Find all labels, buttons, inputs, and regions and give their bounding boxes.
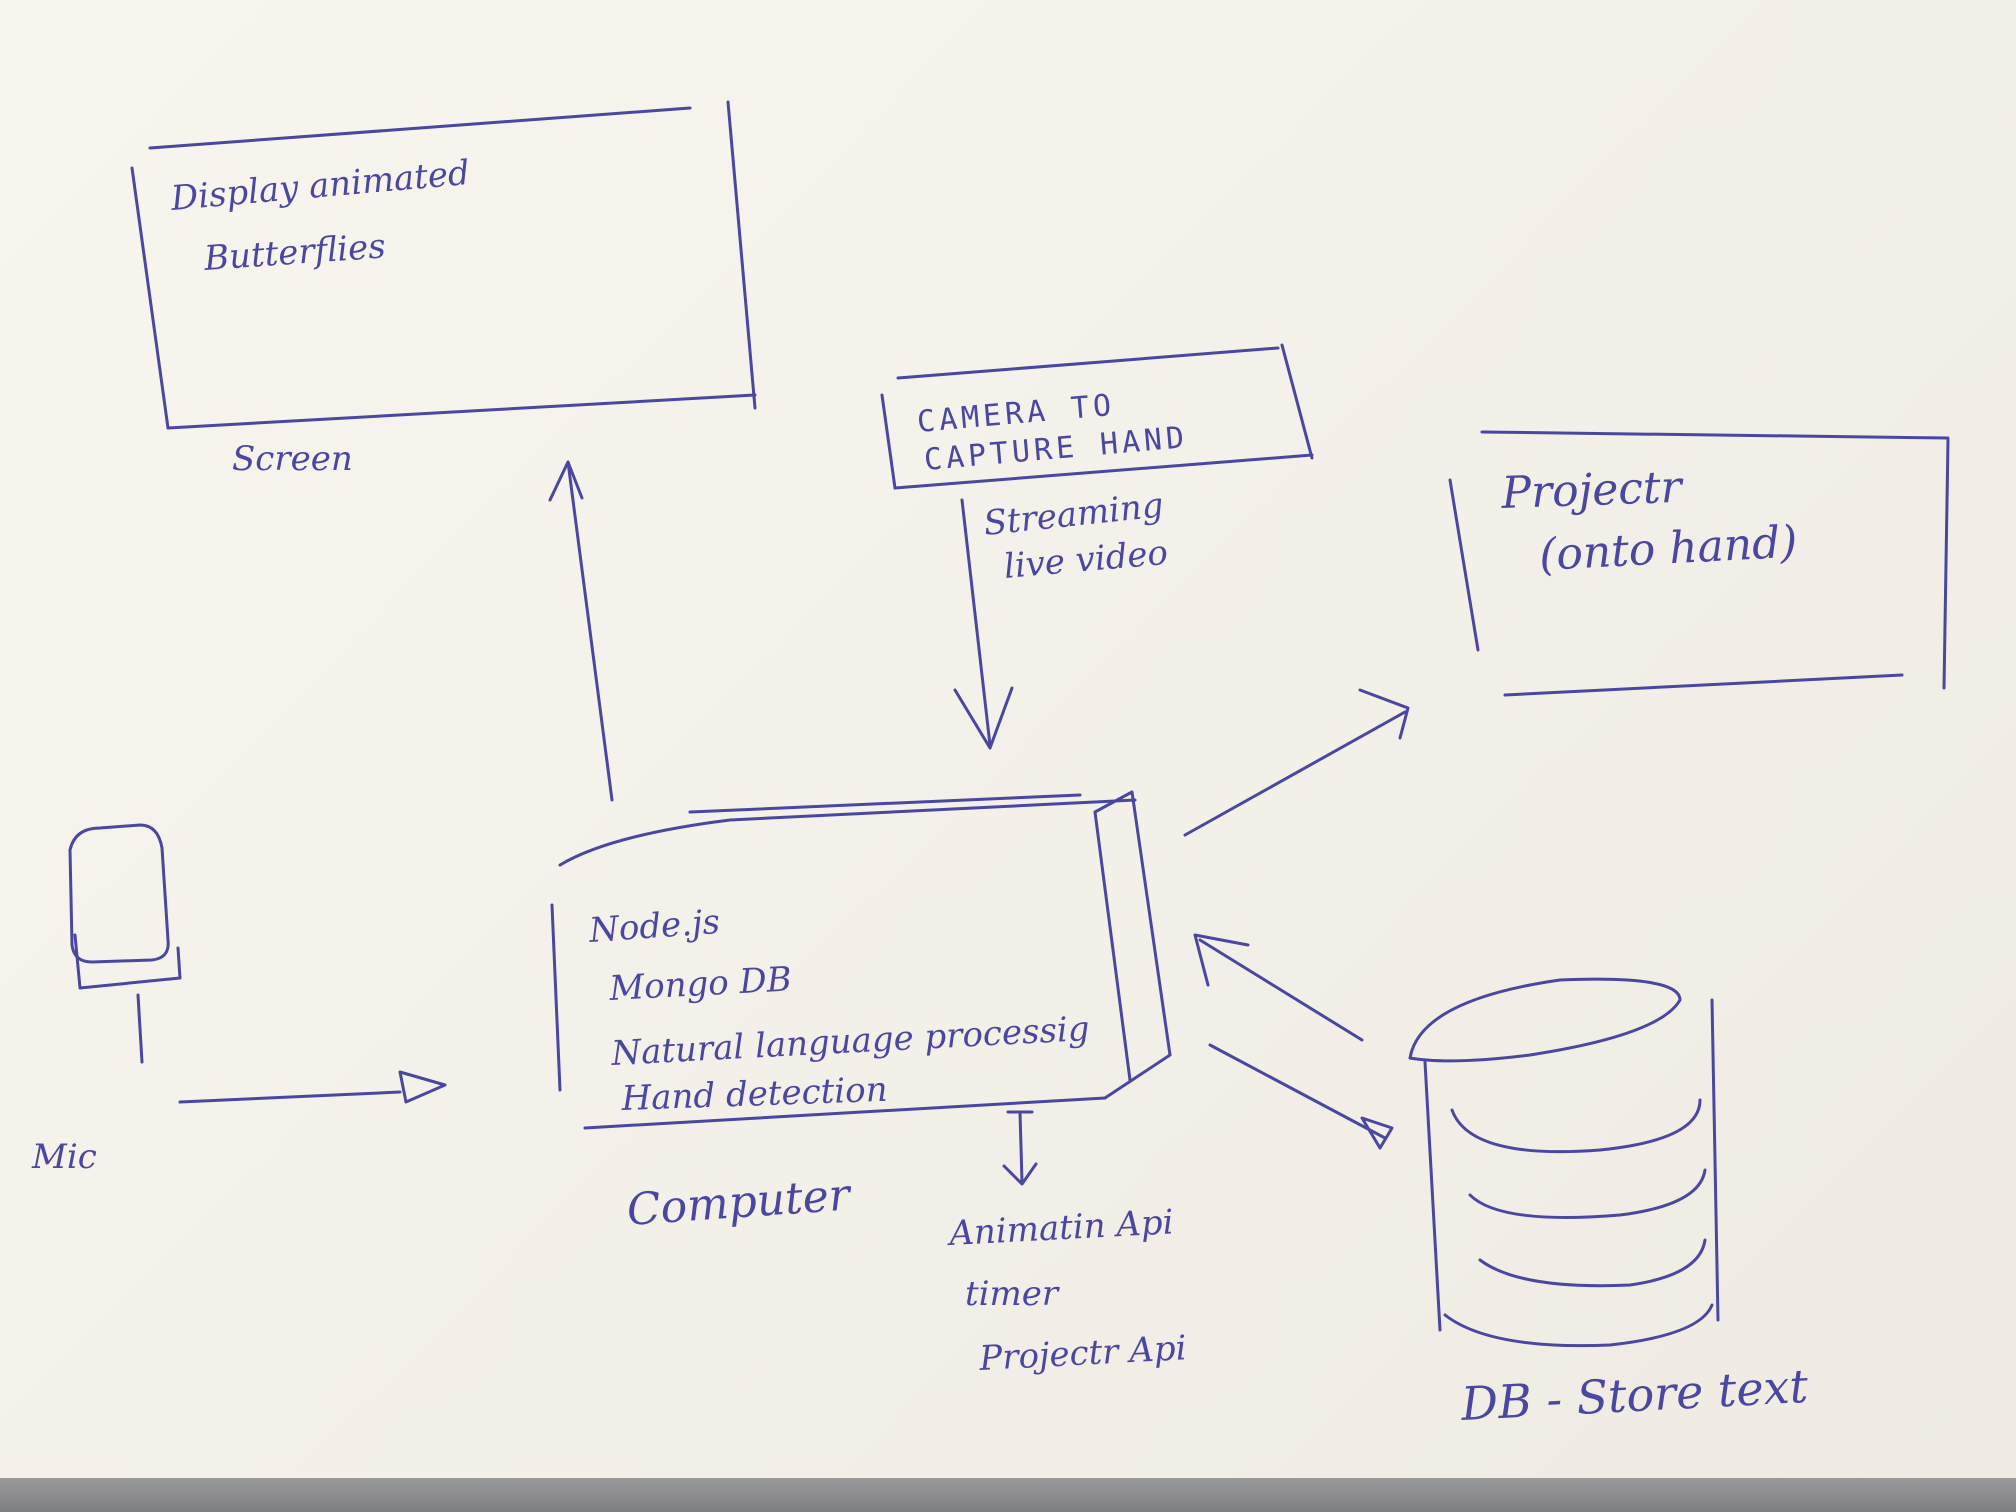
- screen-content-line2: Butterflies: [202, 226, 387, 279]
- stream-line2: live video: [1002, 533, 1169, 587]
- arrow-db-to-computer: [1193, 933, 1364, 1042]
- screen-content-line1: Display animated: [168, 153, 471, 219]
- projector-box: Projectr (onto hand): [1448, 430, 1950, 697]
- computer-label: Computer: [625, 1169, 854, 1236]
- database-icon: [1408, 977, 1720, 1348]
- arrow-camera-to-computer: Streaming live video: [953, 485, 1169, 750]
- computer-item-1: Mongo DB: [607, 959, 792, 1009]
- desk-edge: [0, 1478, 2016, 1512]
- db-label: DB - Store text: [1459, 1359, 1810, 1431]
- projector-line1: Projectr: [1500, 462, 1686, 519]
- arrow-computer-to-screen: [548, 460, 614, 802]
- screen-box: Display animated Butterflies Screen: [130, 100, 757, 479]
- mic-label: Mic: [31, 1137, 97, 1177]
- api-list: Animatin Api timer Projectr Api: [945, 1202, 1187, 1379]
- arrow-computer-to-apis: [1002, 1110, 1038, 1186]
- camera-box: CAMERA TO CAPTURE HAND: [880, 343, 1314, 490]
- computer-item-2: Natural language processig: [609, 1009, 1090, 1074]
- computer-item-0: Node.js: [587, 902, 721, 951]
- api-item-1: timer: [965, 1274, 1060, 1314]
- computer-item-3: Hand detection: [620, 1070, 888, 1119]
- paper-background: [0, 0, 2016, 1480]
- api-item-2: Projectr Api: [977, 1328, 1187, 1379]
- arrow-computer-to-db: [1208, 1043, 1394, 1150]
- arrow-mic-to-computer: [178, 1070, 447, 1104]
- api-item-0: Animatin Api: [945, 1202, 1174, 1254]
- mic-icon: [68, 823, 182, 1064]
- screen-label: Screen: [232, 439, 353, 479]
- computer-box: Node.js Mongo DB Natural language proces…: [550, 790, 1172, 1236]
- projector-line2: (onto hand): [1538, 517, 1799, 581]
- arrow-computer-to-projector: [1183, 688, 1410, 837]
